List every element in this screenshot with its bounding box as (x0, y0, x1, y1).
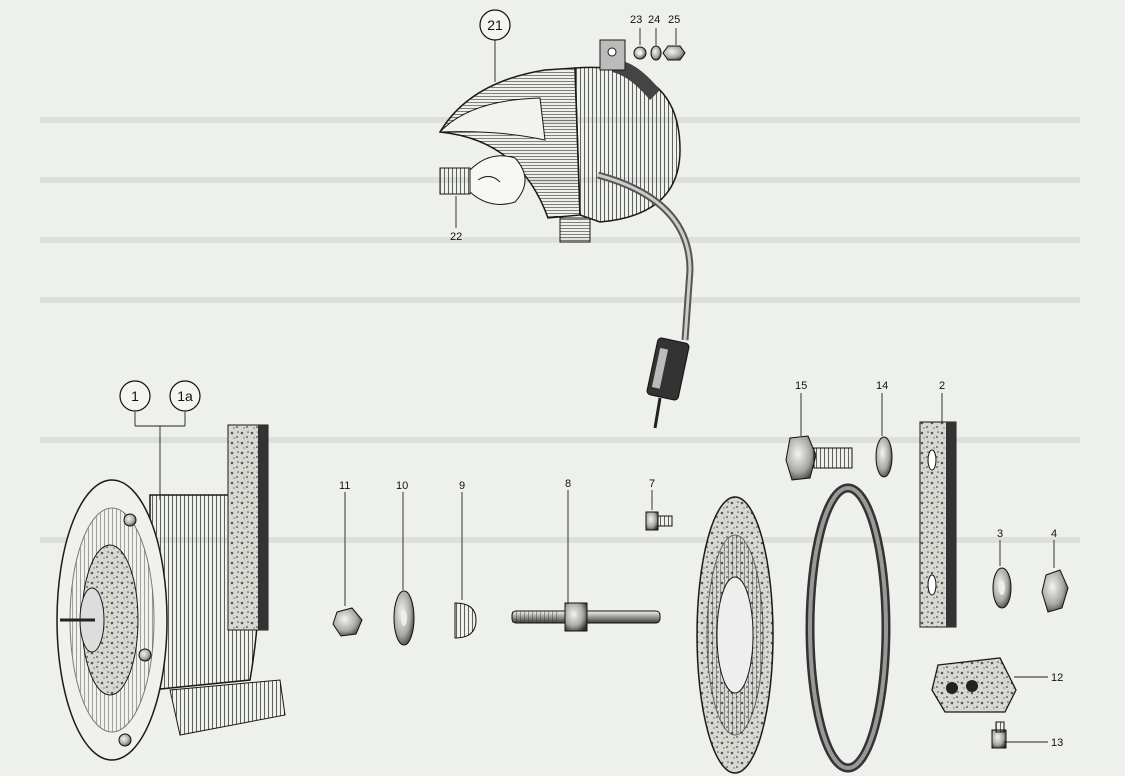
leader-lines (134, 28, 1055, 743)
screw-7 (645, 511, 673, 531)
label-24: 24 (648, 14, 660, 26)
label-2: 2 (939, 380, 945, 392)
label-25: 25 (668, 14, 680, 26)
label-14: 14 (876, 380, 888, 392)
bracket-plate-2 (919, 421, 957, 628)
cable-plug (646, 337, 690, 429)
horn-assembly (56, 424, 286, 761)
label-12: 12 (1051, 672, 1063, 684)
bulb (439, 155, 526, 205)
label-8: 8 (565, 478, 571, 490)
gasket-ring (805, 483, 891, 773)
label-9: 9 (459, 480, 465, 492)
label-23: 23 (630, 14, 642, 26)
nut-4 (1041, 569, 1069, 613)
label-22: 22 (450, 231, 462, 243)
lock-washer-3 (992, 567, 1012, 609)
stud-8 (511, 602, 661, 632)
svg-text:21: 21 (487, 17, 503, 33)
label-7: 7 (649, 478, 655, 490)
label-4: 4 (1051, 528, 1057, 540)
callout-1: 1 (119, 380, 151, 412)
label-10: 10 (396, 480, 408, 492)
svg-text:1: 1 (131, 388, 139, 404)
callout-1a: 1a (169, 380, 201, 412)
lock-washer-24 (650, 45, 662, 61)
label-3: 3 (997, 528, 1003, 540)
clamp-block-12 (931, 657, 1017, 713)
label-13: 13 (1051, 737, 1063, 749)
label-15: 15 (795, 380, 807, 392)
svg-text:1a: 1a (177, 388, 193, 404)
callout-21: 21 (479, 9, 511, 41)
cap-nut-9 (454, 602, 477, 639)
small-washer-23 (633, 46, 647, 60)
lock-washer-14 (875, 436, 893, 478)
tail-lamp-housing (438, 39, 681, 243)
screw-13 (991, 721, 1007, 749)
nut-25 (662, 45, 686, 61)
horn-diaphragm (696, 496, 774, 774)
bolt-15 (785, 435, 853, 481)
nut-11 (332, 607, 363, 637)
label-11: 11 (339, 480, 350, 492)
washer-10 (393, 590, 415, 646)
